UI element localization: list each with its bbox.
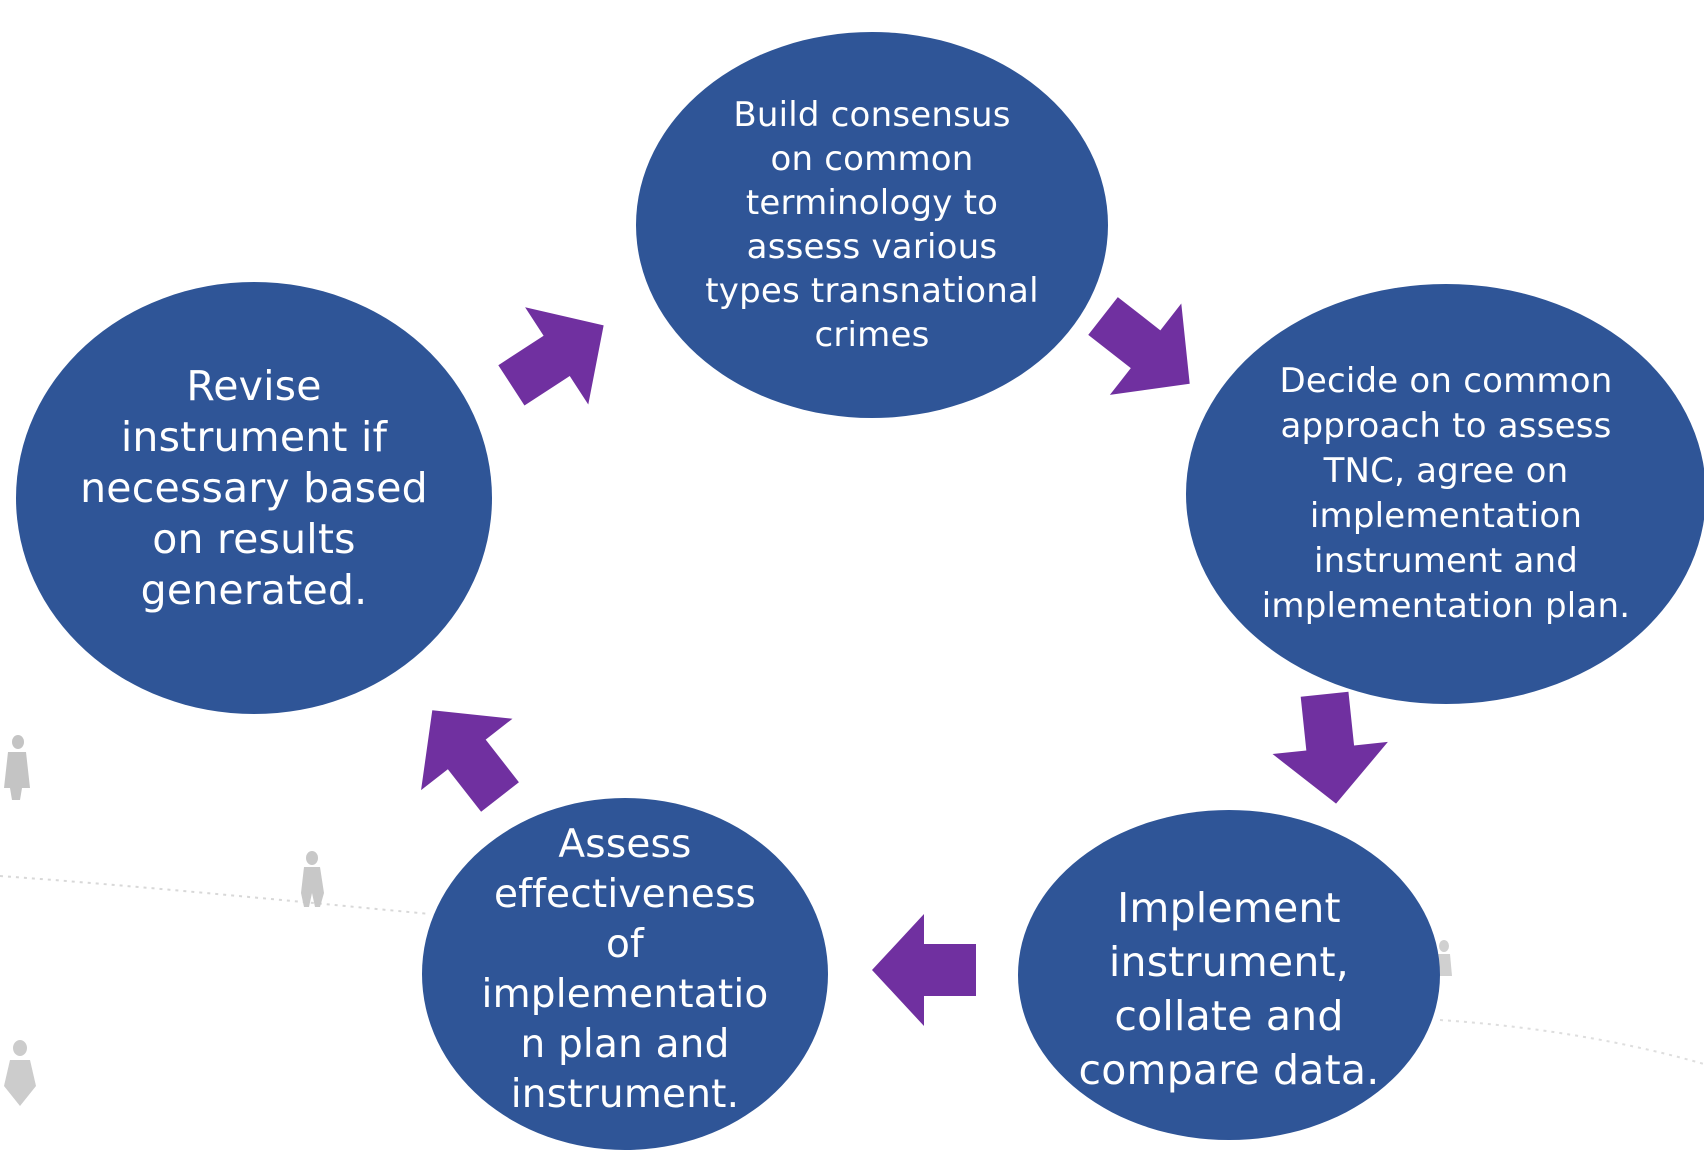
cycle-step-implement-instrument: Implement instrument, collate and compar… bbox=[1018, 810, 1440, 1140]
person-silhouette-icon bbox=[301, 851, 324, 907]
cycle-step-text: Revise instrument if necessary based on … bbox=[80, 361, 428, 614]
person-silhouette-icon bbox=[4, 1040, 36, 1106]
background-dashed-line-left bbox=[0, 875, 431, 915]
cycle-step-text: Decide on common approach to assess TNC,… bbox=[1261, 361, 1631, 626]
cycle-step-text: Assess effectiveness of implementatio n … bbox=[481, 822, 769, 1117]
cycle-step-decide-approach: Decide on common approach to assess TNC,… bbox=[1186, 284, 1704, 704]
cycle-step-assess-effectiveness: Assess effectiveness of implementatio n … bbox=[422, 798, 828, 1150]
cycle-step-text: Build consensus on common terminology to… bbox=[705, 95, 1039, 355]
background-dashed-line-right bbox=[1439, 1019, 1704, 1065]
cycle-step-build-consensus: Build consensus on common terminology to… bbox=[636, 32, 1108, 418]
cycle-step-revise-instrument: Revise instrument if necessary based on … bbox=[16, 282, 492, 714]
cycle-step-text: Implement instrument, collate and compar… bbox=[1078, 884, 1380, 1094]
person-silhouette-icon bbox=[1436, 940, 1452, 976]
person-silhouette-icon bbox=[4, 735, 30, 800]
